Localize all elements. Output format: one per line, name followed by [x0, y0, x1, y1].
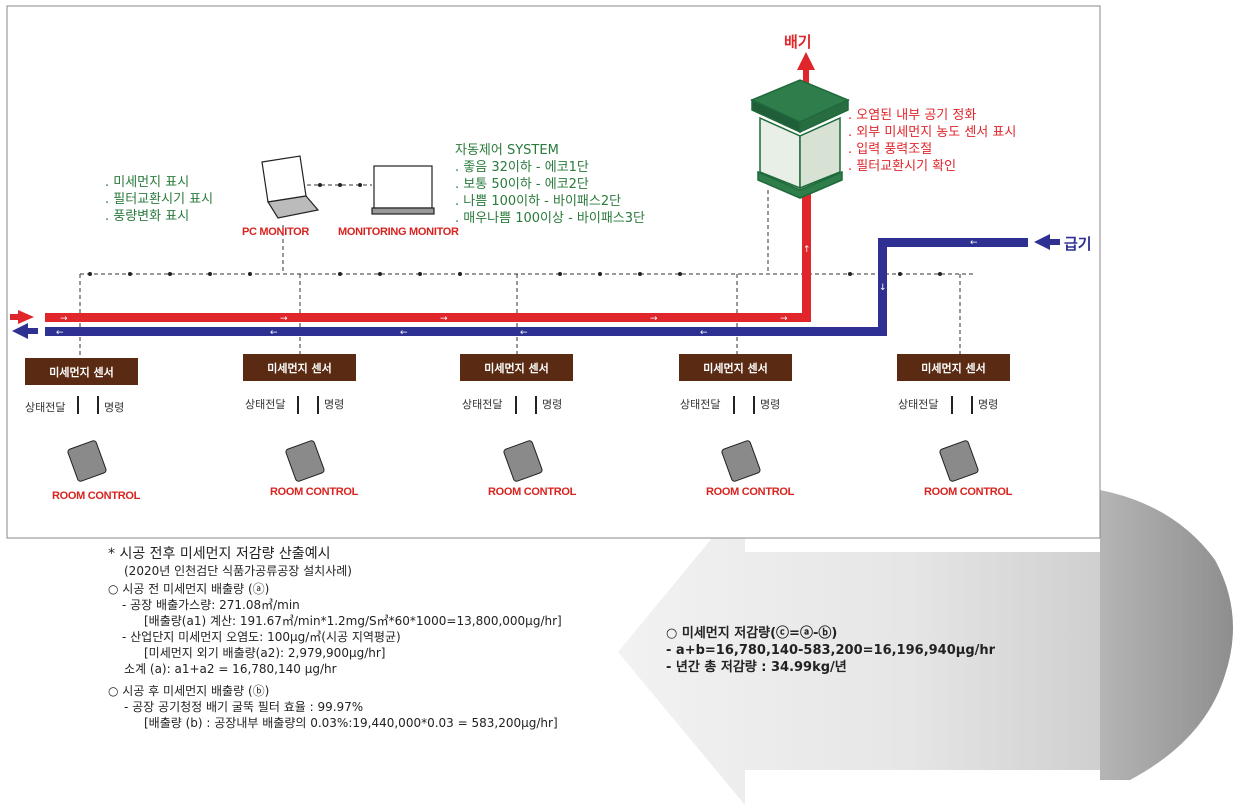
pc-note: . 필터교환시기 표시 [105, 192, 214, 207]
pc-monitor-label: PC MONITOR [242, 226, 310, 238]
status-label: 상태전달 [462, 398, 503, 411]
summary-line: - 년간 총 저감량 : 34.99kg/년 [666, 660, 847, 675]
svg-text:→: → [60, 314, 68, 324]
calc-subtitle: (2020년 인천검단 식품가공류공장 설치사례) [124, 564, 352, 578]
svg-text:←: ← [970, 238, 978, 248]
svg-text:↓: ↓ [879, 283, 887, 293]
svg-text:→: → [650, 314, 658, 324]
svg-text:→: → [440, 314, 448, 324]
exhaust-label: 배기 [784, 33, 812, 51]
calc-title: * 시공 전후 미세먼지 저감량 산출예시 [108, 546, 331, 562]
sensor-box: 미세먼지 센서 [460, 354, 573, 381]
summary-arrow [618, 498, 1100, 805]
summary-arrow-curl [1100, 490, 1233, 780]
svg-text:→: → [280, 314, 288, 324]
summary-title: ○ 미세먼지 저감량(ⓒ=ⓐ-ⓑ) [666, 626, 838, 641]
sensor-box: 미세먼지 센서 [25, 358, 138, 385]
purifier-unit [750, 79, 850, 199]
calc-a1-detail: [배출량 (b) : 공장내부 배출량의 0.03%:19,440,000*0.… [144, 716, 558, 730]
command-label: 명령 [542, 398, 563, 411]
auto-control-level: . 보통 50이하 - 에코2단 [455, 177, 589, 192]
command-label: 명령 [104, 401, 125, 414]
supply-duct [12, 234, 1060, 339]
calc-b2-detail: [미세먼지 외기 배출량(a2): 2,979,900μg/hr] [144, 646, 386, 660]
unit-note: . 필터교환시기 확인 [848, 159, 957, 174]
unit-note: . 오염된 내부 공기 정화 [848, 108, 977, 123]
control-chain-dots [88, 183, 942, 276]
status-label: 상태전달 [898, 398, 939, 411]
status-label: 상태전달 [680, 398, 721, 411]
supply-label: 급기 [1064, 235, 1092, 253]
unit-note: . 외부 미세먼지 농도 센서 표시 [848, 125, 1017, 140]
summary-line: - a+b=16,780,140-583,200=16,196,940μg/hr [666, 643, 996, 658]
room-control-label: ROOM CONTROL [488, 486, 577, 498]
svg-text:→: → [780, 314, 788, 324]
monitoring-monitor-label: MONITORING MONITOR [338, 226, 459, 238]
exhaust-duct [10, 52, 815, 324]
room-control-label: ROOM CONTROL [270, 486, 359, 498]
sensor-box: 미세먼지 센서 [679, 354, 792, 381]
command-label: 명령 [760, 398, 781, 411]
signal-arrows [77, 396, 973, 414]
unit-notes: . 오염된 내부 공기 정화 . 외부 미세먼지 농도 센서 표시 . 입력 풍… [848, 107, 1016, 175]
summary-block: ○ 미세먼지 저감량(ⓒ=ⓐ-ⓑ) - a+b=16,780,140-583,2… [666, 625, 995, 676]
command-label: 명령 [978, 398, 999, 411]
svg-text:←: ← [56, 328, 64, 338]
svg-text:←: ← [270, 328, 278, 338]
auto-control-level: . 좋음 32이하 - 에코1단 [455, 160, 589, 175]
room-control-label: ROOM CONTROL [706, 486, 795, 498]
diagram-frame [6, 5, 1101, 539]
status-label: 상태전달 [245, 398, 286, 411]
svg-text:←: ← [520, 328, 528, 338]
auto-control-level: . 나쁨 100이하 - 바이패스2단 [455, 194, 622, 209]
calc-a1: - 공장 공기청정 배기 굴뚝 필터 효율 : 99.97% [124, 700, 364, 714]
room-control-label: ROOM CONTROL [52, 490, 141, 502]
command-label: 명령 [324, 398, 345, 411]
pc-monitor-icon [261, 155, 320, 219]
svg-text:↑: ↑ [803, 245, 811, 255]
calc-b1-detail: [배출량(a1) 계산: 191.67㎥/min*1.2mg/S㎥*60*100… [144, 614, 562, 628]
status-label: 상태전달 [25, 401, 66, 414]
calc-after-title: ○ 시공 후 미세먼지 배출량 (ⓑ) [108, 684, 270, 698]
unit-note: . 입력 풍력조절 [848, 142, 933, 157]
svg-text:←: ← [700, 328, 708, 338]
monitoring-monitor-icon [371, 165, 435, 215]
flow-arrows: → → → → → ← ← ← ← ← ← ↑ ↓ [56, 238, 978, 338]
pc-note: . 풍량변화 표시 [105, 209, 190, 224]
room-control-icons [67, 440, 979, 482]
room-control-label: ROOM CONTROL [924, 486, 1013, 498]
auto-control: 자동제어 SYSTEM . 좋음 32이하 - 에코1단 . 보통 50이하 -… [455, 142, 645, 227]
calc-b1: - 공장 배출가스량: 271.08㎥/min [122, 598, 300, 612]
calc-subtotal: 소계 (a): a1+a2 = 16,780,140 μg/hr [124, 662, 337, 676]
sensor-box: 미세먼지 센서 [243, 354, 356, 381]
auto-control-level: . 매우나쁨 100이상 - 바이패스3단 [455, 211, 645, 226]
calc-b2: - 산업단지 미세먼지 오염도: 100μg/㎥(시공 지역평균) [122, 630, 401, 644]
calculation-block: * 시공 전후 미세먼지 저감량 산출예시 (2020년 인천검단 식품가공류공… [108, 545, 562, 731]
pc-notes: . 미세먼지 표시 . 필터교환시기 표시 . 풍량변화 표시 [105, 174, 213, 225]
sensor-box: 미세먼지 센서 [897, 354, 1010, 381]
calc-before-title: ○ 시공 전 미세먼지 배출량 (ⓐ) [108, 582, 270, 596]
svg-text:←: ← [400, 328, 408, 338]
auto-control-title: 자동제어 SYSTEM [455, 143, 559, 158]
pc-note: . 미세먼지 표시 [105, 175, 190, 190]
